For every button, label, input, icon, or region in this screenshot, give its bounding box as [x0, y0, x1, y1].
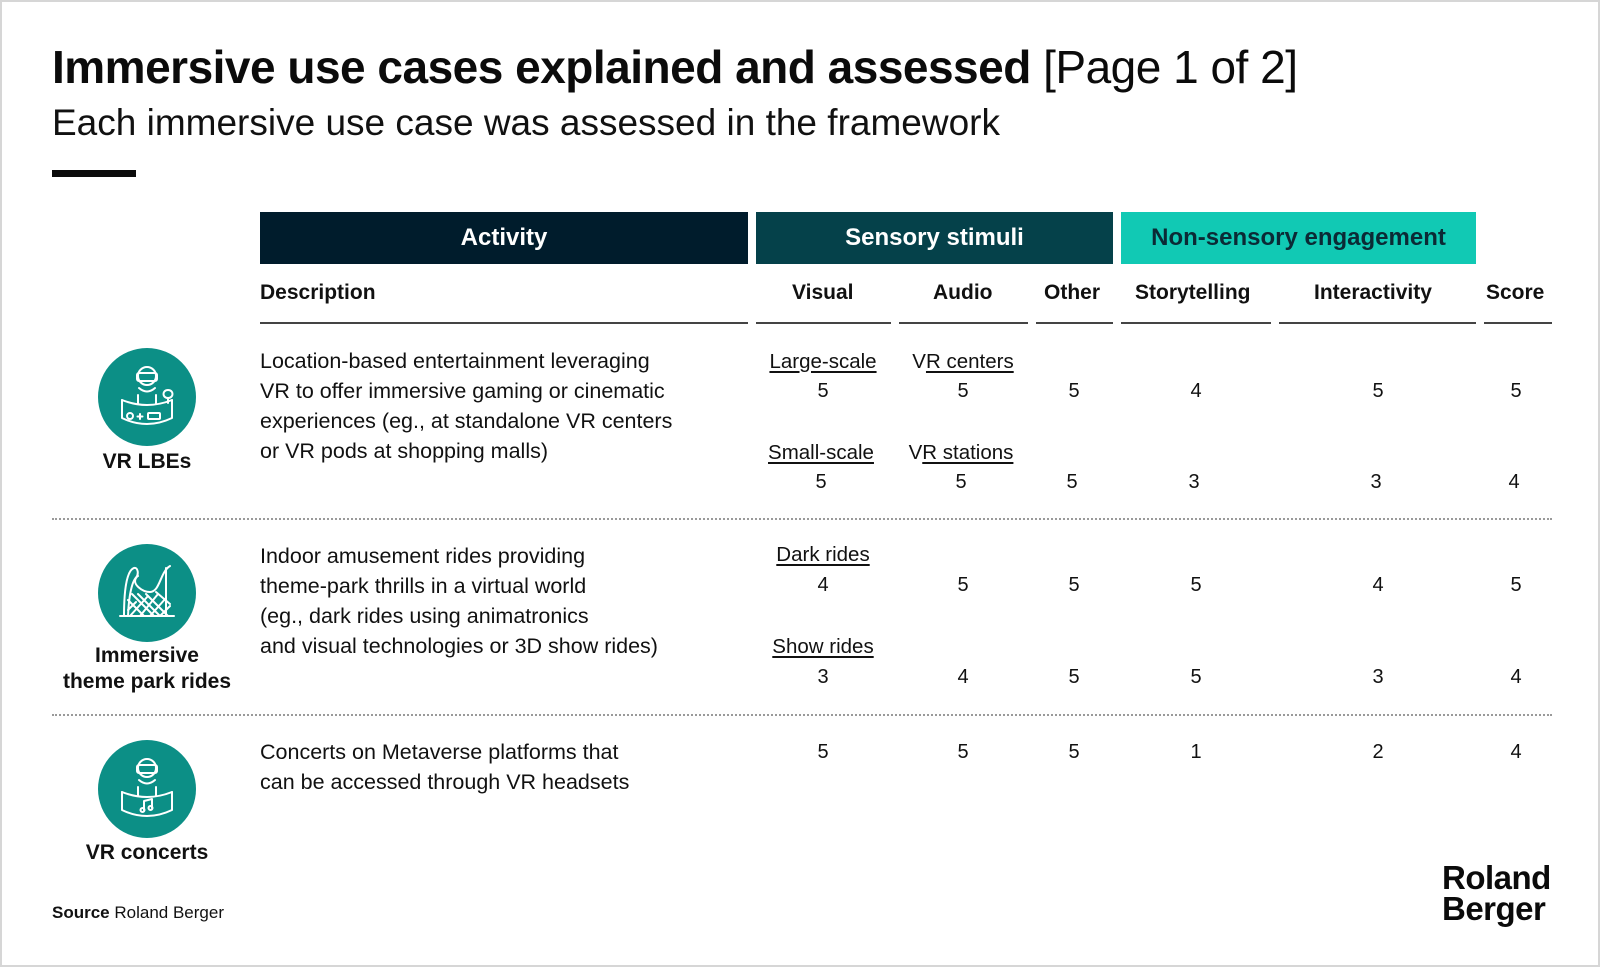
score-visual: 4	[817, 574, 829, 596]
score-visual: 5	[815, 471, 827, 493]
title-underline	[52, 170, 136, 177]
rollercoaster-icon	[98, 544, 196, 642]
score-interactivity: 3	[1370, 471, 1382, 493]
title-page-indicator: [Page 1 of 2]	[1043, 41, 1298, 93]
title-main: Immersive use cases explained and assess…	[52, 41, 1031, 93]
subcategory-visual-label: Dark rides	[776, 543, 870, 566]
description-line: VR to offer immersive gaming or cinemati…	[260, 379, 665, 403]
score-total: 4	[1508, 471, 1520, 493]
column-underline	[1484, 322, 1552, 324]
column-underline	[756, 322, 891, 324]
score-audio: 4	[957, 666, 969, 688]
page-subtitle: Each immersive use case was assessed in …	[52, 102, 1000, 143]
column-header-score: Score	[1486, 281, 1545, 304]
subcategory-visual-label: Show rides	[772, 635, 874, 658]
vr-headset-map-icon	[98, 348, 196, 446]
score-audio: 5	[957, 380, 969, 402]
logo-line: Berger	[1442, 890, 1546, 927]
score-audio: 5	[957, 574, 969, 596]
row-label-vr-lbes: VR LBEs	[102, 450, 192, 473]
score-total: 4	[1510, 666, 1522, 688]
logo-line: Roland	[1442, 859, 1551, 896]
subcategory-visual-label: Small-scale	[768, 441, 874, 464]
description-line: and visual technologies or 3D show rides…	[260, 634, 658, 658]
vr-headset-music-icon	[98, 740, 196, 838]
roland-berger-logo: Roland Berger	[1442, 859, 1551, 927]
score-total: 4	[1510, 741, 1522, 763]
score-visual: 5	[817, 380, 829, 402]
row-divider	[52, 714, 1552, 716]
description-line: Indoor amusement rides providing	[260, 544, 586, 568]
column-header-interactivity: Interactivity	[1314, 281, 1432, 304]
row-divider	[52, 518, 1552, 520]
score-storytelling: 5	[1190, 666, 1202, 688]
source-note: Source Roland Berger	[52, 903, 224, 923]
row-description: Concerts on Metaverse platforms that can…	[260, 737, 629, 797]
page-title: Immersive use cases explained and assess…	[52, 40, 1298, 94]
column-underline	[260, 322, 748, 324]
score-audio: 5	[957, 741, 969, 763]
column-underline	[1279, 322, 1476, 324]
description-line: can be accessed through VR headsets	[260, 770, 630, 794]
subcategory-visual-label: Large-scale	[769, 350, 877, 373]
description-line: experiences (eg., at standalone VR cente…	[260, 409, 673, 433]
row-label-line: theme park rides	[62, 670, 232, 693]
score-other: 5	[1066, 471, 1078, 493]
score-other: 5	[1068, 574, 1080, 596]
column-underline	[1121, 322, 1271, 324]
column-header-visual: Visual	[792, 281, 854, 304]
description-line: or VR pods at shopping malls)	[260, 439, 549, 463]
column-header-other: Other	[1044, 281, 1101, 304]
column-underline	[1036, 322, 1113, 324]
subcategory-audio-label: VR centers	[888, 350, 1038, 374]
row-label-vr-concerts: VR concerts	[85, 841, 209, 864]
source-label: Source	[52, 903, 110, 922]
score-total: 5	[1510, 574, 1522, 596]
description-line: (eg., dark rides using animatronics	[260, 604, 589, 628]
score-storytelling: 1	[1190, 741, 1202, 763]
subcategory-audio-prefix: V	[912, 350, 926, 373]
score-other: 5	[1068, 741, 1080, 763]
score-storytelling: 4	[1190, 380, 1202, 402]
score-visual: 5	[817, 741, 829, 763]
row-label-line: Immersive	[95, 644, 199, 667]
column-underline	[899, 322, 1028, 324]
row-description: Indoor amusement rides providing theme-p…	[260, 541, 658, 661]
subcategory-audio-text: R centers	[925, 350, 1014, 373]
description-line: theme-park thrills in a virtual world	[260, 574, 587, 598]
non-sensory-engagement-header: Non-sensory engagement	[1121, 212, 1476, 264]
subcategory-audio-prefix: V	[908, 441, 923, 464]
score-interactivity: 3	[1372, 666, 1384, 688]
score-audio: 5	[955, 471, 967, 493]
score-interactivity: 5	[1372, 380, 1384, 402]
activity-header: Activity	[260, 212, 748, 264]
subcategory-audio-label: VR stations	[886, 441, 1036, 465]
sensory-stimuli-header: Sensory stimuli	[756, 212, 1113, 264]
score-storytelling: 5	[1190, 574, 1202, 596]
row-description: Location-based entertainment leveraging …	[260, 346, 672, 466]
score-total: 5	[1510, 380, 1522, 402]
column-header-storytelling: Storytelling	[1135, 281, 1251, 304]
subcategory-audio-text: R stations	[922, 441, 1014, 464]
row-label-theme-park-rides: Immersive theme park rides	[47, 643, 247, 695]
description-line: Concerts on Metaverse platforms that	[260, 740, 619, 764]
description-line: Location-based entertainment leveraging	[260, 349, 650, 373]
score-visual: 3	[817, 666, 829, 688]
score-interactivity: 4	[1372, 574, 1384, 596]
score-other: 5	[1068, 380, 1080, 402]
column-header-description: Description	[260, 281, 376, 304]
column-header-audio: Audio	[933, 281, 993, 304]
score-other: 5	[1068, 666, 1080, 688]
score-interactivity: 2	[1372, 741, 1384, 763]
score-storytelling: 3	[1188, 471, 1200, 493]
source-text: Roland Berger	[114, 903, 224, 922]
